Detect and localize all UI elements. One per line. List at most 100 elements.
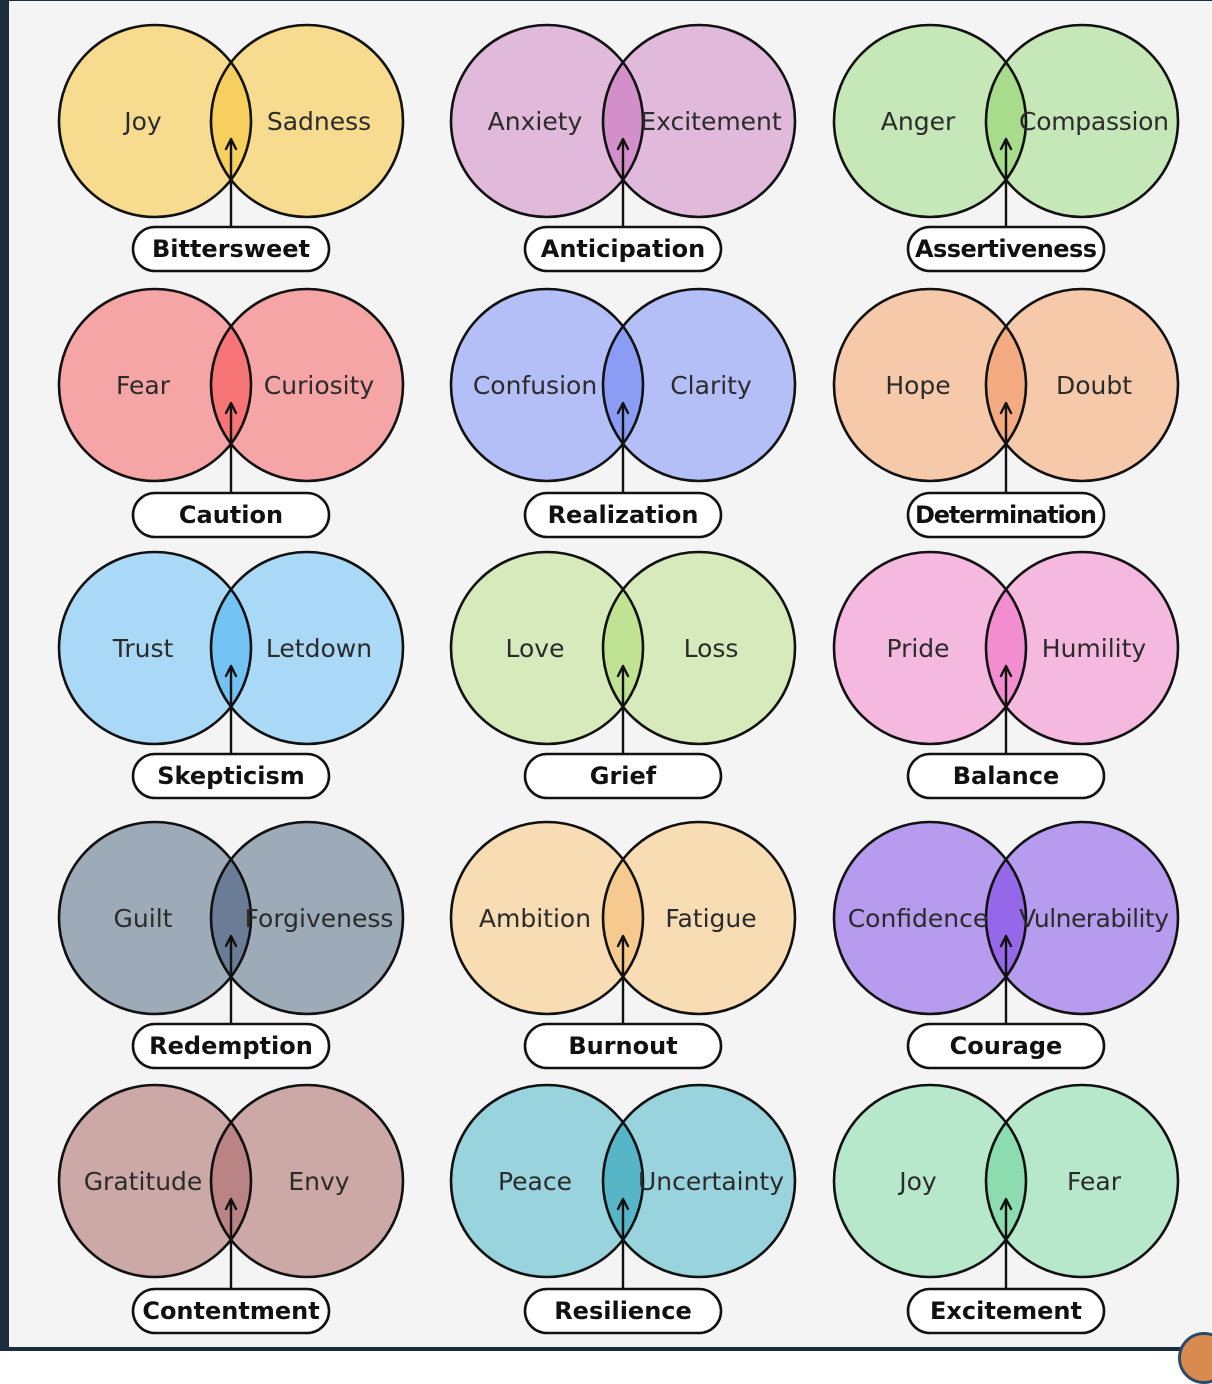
left-circle-outline <box>449 820 645 1016</box>
right-circle-outline <box>209 550 405 746</box>
right-circle-outline <box>984 1083 1180 1279</box>
left-circle <box>451 822 643 1014</box>
arrow-up-icon <box>999 401 1013 415</box>
arrow-up-icon <box>616 401 630 415</box>
overlap-region <box>986 326 1026 444</box>
left-emotion-label: Fear <box>116 371 171 400</box>
right-circle <box>986 25 1178 217</box>
right-emotion-label: Excitement <box>640 107 782 136</box>
right-emotion-label: Vulnerability <box>1019 904 1169 933</box>
result-pill <box>131 752 331 800</box>
left-circle <box>451 552 643 744</box>
left-emotion-label: Confidence <box>848 904 989 933</box>
left-circle <box>59 822 251 1014</box>
right-circle-outline <box>984 287 1180 483</box>
right-circle-outline <box>209 23 405 219</box>
right-circle <box>986 822 1178 1014</box>
right-circle <box>603 822 795 1014</box>
right-circle-outline <box>601 820 797 1016</box>
overlap-region <box>986 859 1026 977</box>
result-pill <box>131 491 331 539</box>
arrow-up-icon <box>224 137 238 151</box>
right-circle-outline <box>209 287 405 483</box>
left-circle <box>59 25 251 217</box>
arrow-up-icon <box>999 1197 1013 1211</box>
result-pill <box>906 1287 1106 1335</box>
right-circle <box>603 289 795 481</box>
left-emotion-label: Guilt <box>114 904 173 933</box>
left-circle-outline <box>832 820 1028 1016</box>
right-circle-outline <box>601 287 797 483</box>
overlap-region <box>603 589 643 707</box>
left-emotion-label: Joy <box>897 1167 937 1196</box>
arrow-up-icon <box>224 664 238 678</box>
right-circle-outline <box>984 23 1180 219</box>
result-pill <box>906 1022 1106 1070</box>
left-circle-outline <box>832 550 1028 746</box>
result-emotion-label: Excitement <box>930 1297 1082 1325</box>
left-circle-outline <box>832 287 1028 483</box>
right-circle <box>603 552 795 744</box>
arrow-up-icon <box>999 664 1013 678</box>
overlap-region <box>986 62 1026 180</box>
left-circle <box>834 25 1026 217</box>
right-circle <box>211 25 403 217</box>
arrow-up-icon <box>616 664 630 678</box>
right-emotion-label: Curiosity <box>264 371 375 400</box>
result-emotion-label: Caution <box>179 501 283 529</box>
result-emotion-label: Courage <box>950 1032 1063 1060</box>
result-pill <box>131 1022 331 1070</box>
result-emotion-label: Bittersweet <box>152 235 310 263</box>
right-circle <box>986 289 1178 481</box>
right-emotion-label: Humility <box>1042 634 1147 663</box>
overlap-region <box>211 589 251 707</box>
left-circle <box>59 289 251 481</box>
overlap-region <box>986 1122 1026 1240</box>
result-emotion-label: Skepticism <box>157 762 305 790</box>
left-circle-outline <box>449 287 645 483</box>
result-emotion-label: Contentment <box>142 1297 319 1325</box>
left-emotion-label: Love <box>506 634 565 663</box>
result-emotion-label: Balance <box>953 762 1060 790</box>
overlap-region <box>210 62 252 180</box>
arrow-up-icon <box>616 1197 630 1211</box>
left-circle-outline <box>57 550 253 746</box>
left-circle <box>834 1085 1026 1277</box>
result-pill <box>523 1287 723 1335</box>
left-circle-outline <box>57 23 253 219</box>
result-pill <box>131 225 331 273</box>
overlap-region <box>210 326 252 444</box>
right-circle-outline <box>601 1083 797 1279</box>
left-circle-outline <box>449 23 645 219</box>
right-emotion-label: Fear <box>1067 1167 1122 1196</box>
result-pill <box>906 225 1106 273</box>
result-emotion-label: Determination <box>915 501 1097 529</box>
right-circle-outline <box>209 1083 405 1279</box>
arrow-up-icon <box>224 934 238 948</box>
right-circle-outline <box>984 820 1180 1016</box>
right-emotion-label: Doubt <box>1056 371 1132 400</box>
left-circle-outline <box>57 1083 253 1279</box>
left-emotion-label: Confusion <box>473 371 597 400</box>
left-circle <box>451 289 643 481</box>
right-circle-outline <box>984 550 1180 746</box>
right-emotion-label: Loss <box>684 634 739 663</box>
left-circle <box>834 289 1026 481</box>
right-emotion-label: Forgiveness <box>245 904 394 933</box>
left-circle-outline <box>449 550 645 746</box>
left-circle-outline <box>57 820 253 1016</box>
result-emotion-label: Burnout <box>568 1032 677 1060</box>
left-circle-outline <box>449 1083 645 1279</box>
overlap-region <box>211 859 251 977</box>
left-circle <box>834 552 1026 744</box>
left-emotion-label: Joy <box>122 107 162 136</box>
